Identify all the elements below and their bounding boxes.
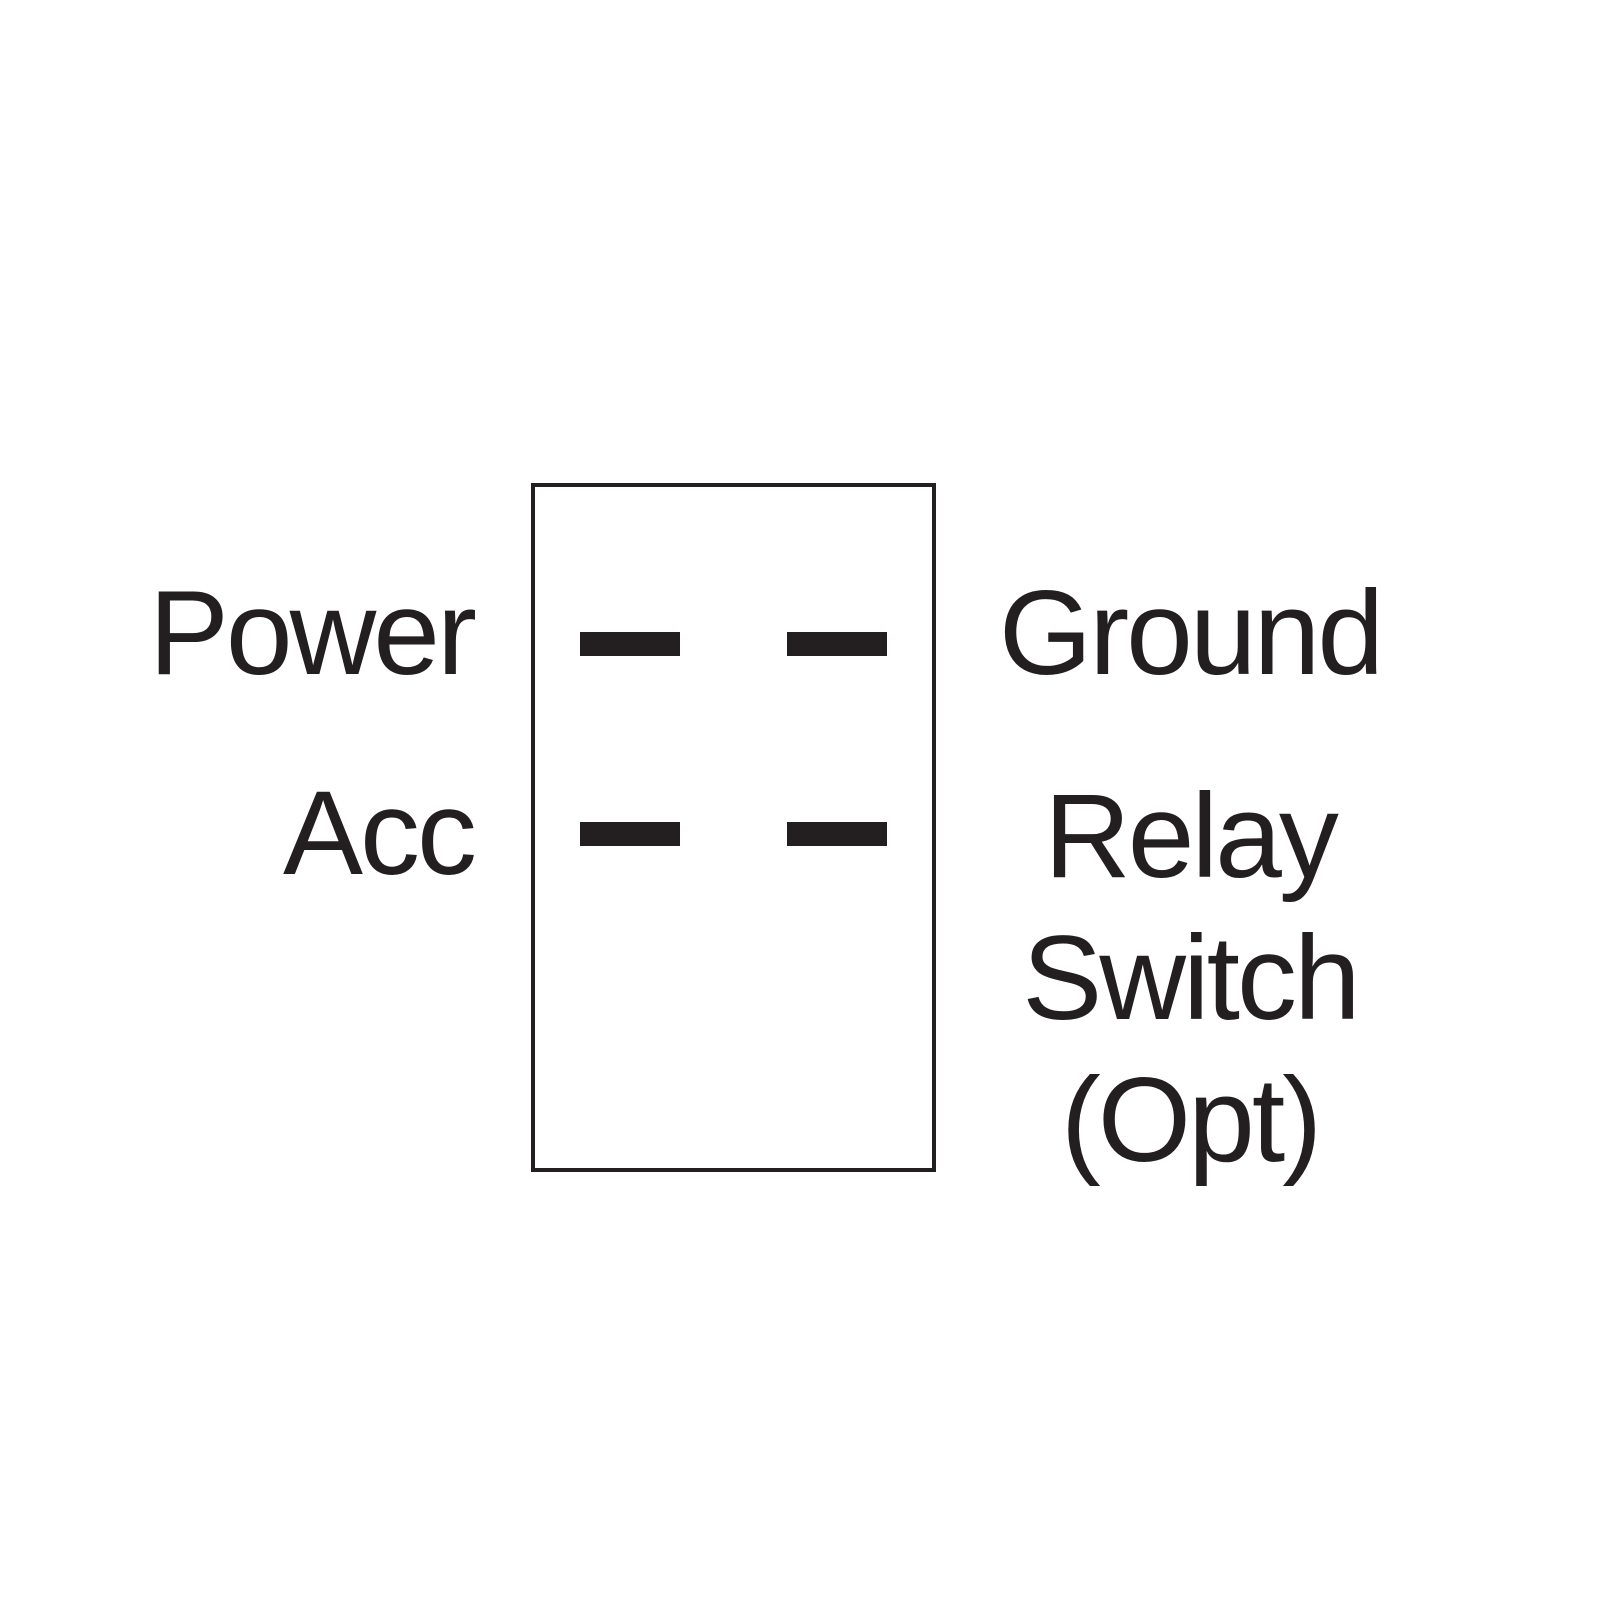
ground-terminal-bar <box>787 632 887 656</box>
relay-switch-terminal-bar <box>787 822 887 846</box>
label-power: Power <box>148 566 477 700</box>
acc-terminal-bar <box>580 822 680 846</box>
label-acc: Acc <box>282 766 477 900</box>
label-relay-line1: Relay <box>1044 769 1339 903</box>
label-relay-line2: Switch <box>1022 911 1360 1045</box>
label-relay-line3: (Opt) <box>1060 1053 1322 1187</box>
power-terminal-bar <box>580 632 680 656</box>
label-ground: Ground <box>998 566 1384 700</box>
